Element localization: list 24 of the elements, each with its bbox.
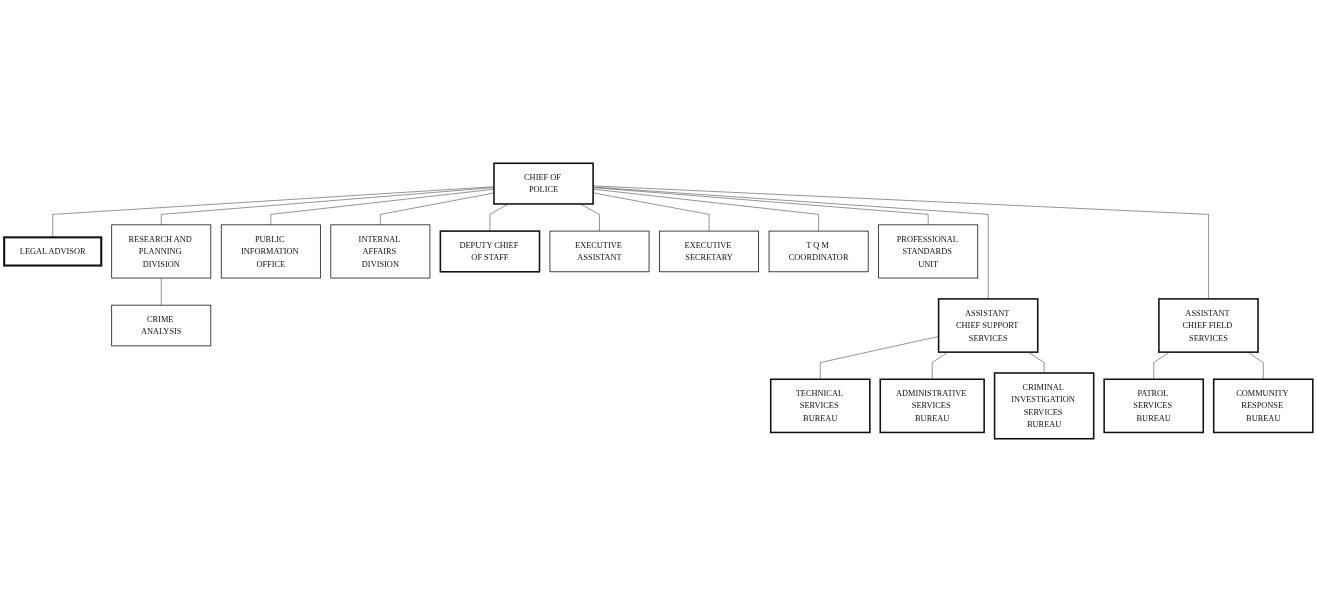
node-box: EXECUTIVE ASSISTANT xyxy=(549,230,650,273)
node-box: RESEARCH AND PLANNING DIVISION xyxy=(111,224,212,279)
node-box: TECHNICAL SERVICES BUREAU xyxy=(769,378,871,434)
node-box: T Q M COORDINATOR xyxy=(768,230,869,273)
node-box: CRIME ANALYSIS xyxy=(111,304,212,347)
node-box: COMMUNITY RESPONSE BUREAU xyxy=(1212,378,1314,434)
node-box: EXECUTIVE SECRETARY xyxy=(659,230,759,273)
connector xyxy=(820,336,939,380)
node-box: PROFESSIONAL STANDARDS UNIT xyxy=(878,224,979,279)
node-box: ASSISTANT CHIEF SUPPORT SERVICES xyxy=(937,298,1039,353)
node-box: PATROL SERVICES BUREAU xyxy=(1103,378,1205,434)
node-box: ADMINISTRATIVE SERVICES BUREAU xyxy=(879,378,985,434)
node-box: INTERNAL AFFAIRS DIVISION xyxy=(330,224,431,279)
node-box: DEPUTY CHIEF OF STAFF xyxy=(439,230,541,273)
connector xyxy=(1247,351,1264,380)
connector xyxy=(161,277,162,306)
node-box: LEGAL ADVISOR xyxy=(3,236,103,267)
node-box: ASSISTANT CHIEF FIELD SERVICES xyxy=(1158,298,1259,353)
node-box: CRIMINAL INVESTIGATION SERVICES BUREAU xyxy=(993,372,1095,440)
connector xyxy=(1153,351,1170,380)
node-box: CHIEF OF POLICE xyxy=(493,162,594,205)
node-box: PUBLIC INFORMATION OFFICE xyxy=(220,224,321,279)
connector xyxy=(1028,351,1045,374)
connector xyxy=(931,351,949,380)
